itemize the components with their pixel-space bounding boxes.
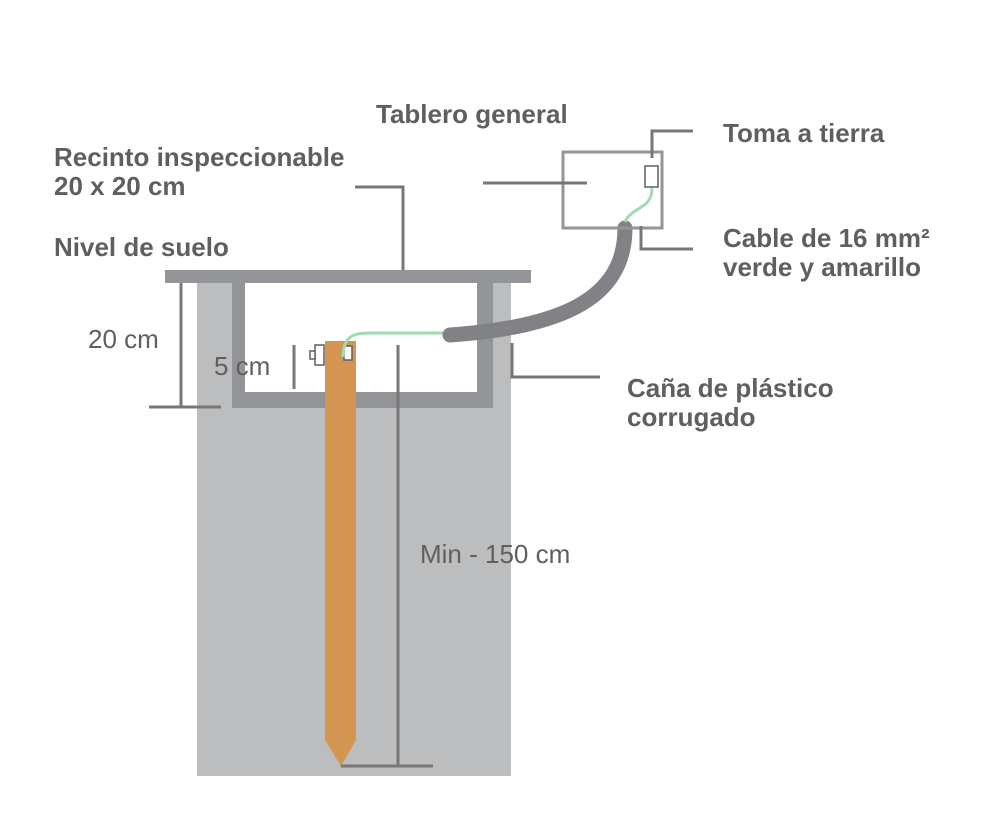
ground-wire-chamber bbox=[341, 331, 452, 358]
leader-cana bbox=[510, 343, 600, 379]
label-dim-min150: Min - 150 cm bbox=[420, 539, 570, 569]
label-recinto: Recinto inspeccionable bbox=[54, 142, 344, 172]
label-dim-20cm: 20 cm bbox=[88, 324, 159, 354]
label-cable: Cable de 16 mm² bbox=[723, 223, 930, 253]
chamber-floor bbox=[232, 392, 493, 408]
bolt-icon bbox=[314, 344, 325, 366]
label-cable-color: verde y amarillo bbox=[723, 252, 921, 282]
chamber-wall-right bbox=[477, 283, 493, 408]
general-panel-box bbox=[561, 150, 664, 230]
ground-terminal bbox=[644, 165, 659, 188]
bolt-head-icon bbox=[309, 350, 316, 360]
label-cana: Caña de plástico bbox=[627, 373, 834, 403]
chamber-interior bbox=[241, 283, 477, 392]
corrugated-conduit bbox=[442, 220, 633, 343]
leader-toma-tierra bbox=[650, 129, 693, 158]
label-tablero-general: Tablero general bbox=[376, 99, 568, 129]
chamber-wall-left bbox=[232, 283, 245, 408]
label-toma-tierra: Toma a tierra bbox=[723, 118, 885, 148]
label-recinto-size: 20 x 20 cm bbox=[54, 171, 186, 201]
leader-cable bbox=[639, 226, 693, 251]
ground-level-slab bbox=[165, 270, 531, 283]
label-dim-5cm: 5 cm bbox=[214, 351, 270, 381]
label-nivel-suelo: Nivel de suelo bbox=[54, 232, 229, 262]
ground-wire-panel bbox=[623, 187, 654, 223]
label-cana-material: corrugado bbox=[627, 402, 756, 432]
grounding-rod bbox=[325, 341, 356, 766]
leader-recinto bbox=[355, 185, 405, 270]
